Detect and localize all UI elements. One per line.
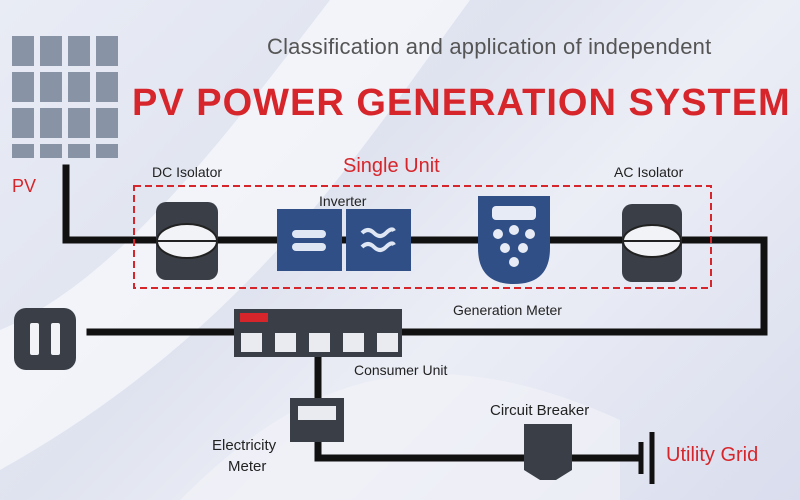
pv-label: PV [12,176,37,196]
generation-meter-label: Generation Meter [453,302,562,318]
background-swoosh-lower [180,373,620,500]
single-unit-label: Single Unit [343,155,440,177]
pv-panel-icon [12,36,118,158]
ac-isolator-device [622,204,682,282]
ac-isolator-label: AC Isolator [614,164,684,180]
single-unit-boundary [133,185,712,289]
main-wire [62,164,768,336]
diagram-subtitle: Classification and application of indepe… [267,34,712,59]
utility-grid-symbol [638,432,655,484]
consumer-unit-device [234,309,402,357]
electricity-meter-device [290,398,344,442]
electricity-meter-label-line2: Meter [228,458,267,475]
electricity-meter-label-line1: Electricity [212,437,277,454]
circuit-breaker-device [524,424,572,480]
utility-grid-label: Utility Grid [666,444,759,466]
power-socket-icon [14,308,76,370]
dc-isolator-device [156,202,218,280]
circuit-breaker-label: Circuit Breaker [490,402,590,419]
diagram-title: PV POWER GENERATION SYSTEM [132,82,791,124]
inverter-device [277,209,411,271]
background-swoosh [0,0,470,470]
inverter-label: Inverter [319,193,367,209]
generation-meter-device [478,196,550,284]
consumer-unit-label: Consumer Unit [354,362,448,378]
dc-isolator-label: DC Isolator [152,164,223,180]
